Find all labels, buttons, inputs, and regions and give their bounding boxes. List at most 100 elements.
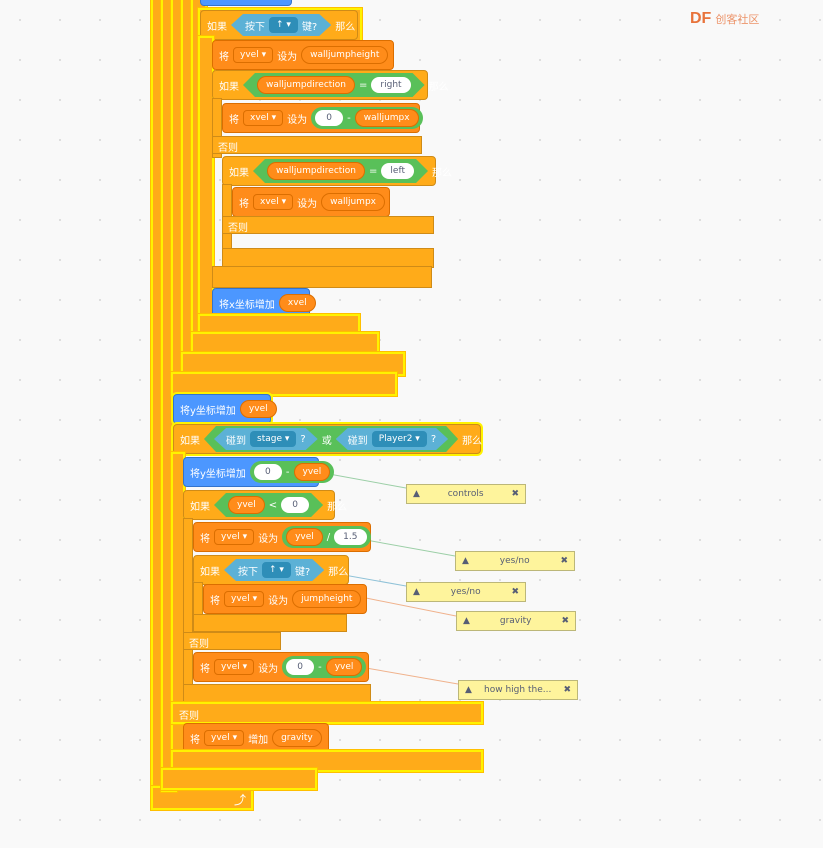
script-inner-spine-1 <box>163 0 175 790</box>
df-watermark-logo: DF 创客社区 <box>690 10 759 28</box>
if-walljump-right[interactable]: 如果 walljumpdirection = right 那么 <box>212 70 449 100</box>
walljumpx-reporter[interactable]: walljumpx <box>321 193 385 211</box>
comment-gravity[interactable]: ▲ gravity ✖ <box>456 611 576 631</box>
change-x-label: 将x坐标增加 <box>219 299 275 311</box>
var-dropdown-yvel[interactable]: yvel ▾ <box>224 591 265 607</box>
touching-dropdown-value: stage <box>257 434 282 444</box>
comment-yesno-2[interactable]: ▲ yes/no ✖ <box>406 582 526 602</box>
comment-line-yesno-1 <box>365 539 456 557</box>
if-key-up-wall[interactable]: 如果 按下 ↑ ▾ 键? 那么 <box>200 10 358 40</box>
var-dropdown-value: yvel <box>221 532 240 542</box>
yvel-reporter[interactable]: yvel <box>286 528 323 546</box>
comment-close-icon[interactable]: ✖ <box>563 685 571 695</box>
if-walljump-left[interactable]: 如果 walljumpdirection = left 那么 <box>222 156 452 186</box>
question-label: ? <box>430 433 437 445</box>
script-outer-foot[interactable] <box>153 788 251 808</box>
comment-text[interactable]: yes/no <box>499 556 530 566</box>
comment-toggle-icon[interactable]: ▲ <box>463 616 470 626</box>
gravity-reporter[interactable]: gravity <box>272 729 322 747</box>
var-dropdown-yvel[interactable]: yvel ▾ <box>204 730 245 746</box>
comment-close-icon[interactable]: ✖ <box>511 489 519 499</box>
var-dropdown-yvel[interactable]: yvel ▾ <box>233 47 274 63</box>
key-dropdown-value: ↑ <box>269 565 277 575</box>
comment-controls[interactable]: ▲ controls ✖ <box>406 484 526 504</box>
change-yvel-by-gravity[interactable]: 将 yvel ▾ 增加 gravity <box>183 723 329 753</box>
subtract-operator[interactable]: 0 - yvel <box>282 656 367 678</box>
comment-text[interactable]: how high the... <box>484 685 552 695</box>
set-xvel-walljumpx[interactable]: 将 xvel ▾ 设为 walljumpx <box>232 187 390 217</box>
less-than-condition[interactable]: yvel < 0 <box>214 493 323 517</box>
if-key-inner-end <box>193 614 347 632</box>
comment-text[interactable]: gravity <box>499 616 532 626</box>
comment-toggle-icon[interactable]: ▲ <box>413 489 420 499</box>
var-dropdown-yvel[interactable]: yvel ▾ <box>214 659 255 675</box>
then-label: 那么 <box>428 81 449 93</box>
subtract-operator[interactable]: 0 - walljumpx <box>311 107 423 129</box>
if-touching-else-bar <box>173 704 481 722</box>
partial-top-block[interactable] <box>200 0 292 6</box>
touching-dropdown-value: Player2 <box>378 434 413 444</box>
yvel-reporter[interactable]: yvel <box>228 496 265 514</box>
touching-player2-condition[interactable]: 碰到 Player2 ▾ ? <box>336 428 448 450</box>
walljumpheight-reporter[interactable]: walljumpheight <box>301 46 389 64</box>
zero-input[interactable]: 0 <box>315 110 344 126</box>
key-pressed-condition[interactable]: 按下 ↑ ▾ 键? <box>231 14 331 36</box>
set-label: 将 <box>229 114 239 126</box>
xvel-reporter[interactable]: xvel <box>278 294 316 312</box>
comment-text[interactable]: controls <box>447 489 484 499</box>
if-yvel-lt-zero[interactable]: 如果 yvel < 0 那么 <box>183 490 347 520</box>
yvel-reporter[interactable]: yvel <box>293 463 331 481</box>
var-dropdown-yvel[interactable]: yvel ▾ <box>214 529 255 545</box>
touching-stage-condition[interactable]: 碰到 stage ▾ ? <box>214 428 318 450</box>
walljumpx-reporter[interactable]: walljumpx <box>354 109 419 127</box>
zero-input[interactable]: 0 <box>286 659 315 675</box>
var-dropdown-xvel[interactable]: xvel ▾ <box>253 194 294 210</box>
key-pressed-condition[interactable]: 按下 ↑ ▾ 键? <box>224 559 324 581</box>
end-bar-4 <box>173 374 395 394</box>
change-x-by-xvel[interactable]: 将x坐标增加 xvel <box>212 288 316 318</box>
touching-dropdown-player2[interactable]: Player2 ▾ <box>372 431 427 447</box>
var-dropdown-xvel[interactable]: xvel ▾ <box>243 110 284 126</box>
comment-toggle-icon[interactable]: ▲ <box>413 587 420 597</box>
equals-left-condition[interactable]: walljumpdirection = left <box>253 159 428 183</box>
else-label: 否则 <box>189 639 209 650</box>
if-right-spine <box>212 98 222 158</box>
change-y-by-yvel[interactable]: 将y坐标增加 yvel <box>173 394 277 424</box>
yvel-reporter[interactable]: yvel <box>239 400 277 418</box>
left-value-input[interactable]: left <box>381 163 414 179</box>
set-label: 将 <box>200 663 210 675</box>
else-label: 否则 <box>218 143 238 154</box>
touching-dropdown-stage[interactable]: stage ▾ <box>250 431 296 447</box>
comment-close-icon[interactable]: ✖ <box>511 587 519 597</box>
walljumpdirection-reporter[interactable]: walljumpdirection <box>257 76 355 94</box>
subtract-operator[interactable]: 0 - yvel <box>249 461 335 483</box>
if-key-up-inner[interactable]: 如果 按下 ↑ ▾ 键? 那么 <box>193 555 349 585</box>
change-y-by-neg-yvel[interactable]: 将y坐标增加 0 - yvel <box>183 457 335 487</box>
zero-input[interactable]: 0 <box>253 464 282 480</box>
walljumpdirection-reporter[interactable]: walljumpdirection <box>267 162 365 180</box>
if-touching-stage-or-player2[interactable]: 如果 碰到 stage ▾ ? 或 碰到 Player2 ▾ ? 那么 <box>173 424 482 454</box>
yvel-reporter[interactable]: yvel <box>325 658 363 676</box>
comment-yesno-1[interactable]: ▲ yes/no ✖ <box>455 551 575 571</box>
comment-how-high[interactable]: ▲ how high the... ✖ <box>458 680 578 700</box>
jumpheight-reporter[interactable]: jumpheight <box>292 590 362 608</box>
set-yvel-div-1-5[interactable]: 将 yvel ▾ 设为 yvel / 1.5 <box>193 522 371 552</box>
key-dropdown[interactable]: ↑ ▾ <box>262 562 291 578</box>
comment-close-icon[interactable]: ✖ <box>560 556 568 566</box>
set-yvel-jumpheight[interactable]: 将 yvel ▾ 设为 jumpheight <box>203 584 367 614</box>
comment-toggle-icon[interactable]: ▲ <box>462 556 469 566</box>
else-label: 否则 <box>228 223 248 234</box>
divisor-input[interactable]: 1.5 <box>334 529 367 545</box>
comment-text[interactable]: yes/no <box>450 587 481 597</box>
zero-input[interactable]: 0 <box>281 497 309 513</box>
key-dropdown[interactable]: ↑ ▾ <box>269 17 298 33</box>
set-xvel-neg-walljumpx[interactable]: 将 xvel ▾ 设为 0 - walljumpx <box>222 103 423 133</box>
comment-toggle-icon[interactable]: ▲ <box>465 685 472 695</box>
right-value-input[interactable]: right <box>371 77 410 93</box>
or-condition[interactable]: 碰到 stage ▾ ? 或 碰到 Player2 ▾ ? <box>204 426 458 452</box>
set-yvel-walljumpheight[interactable]: 将 yvel ▾ 设为 walljumpheight <box>212 40 394 70</box>
equals-right-condition[interactable]: walljumpdirection = right <box>243 73 425 97</box>
divide-operator[interactable]: yvel / 1.5 <box>282 526 371 548</box>
comment-close-icon[interactable]: ✖ <box>561 616 569 626</box>
set-yvel-neg-yvel[interactable]: 将 yvel ▾ 设为 0 - yvel <box>193 652 369 682</box>
